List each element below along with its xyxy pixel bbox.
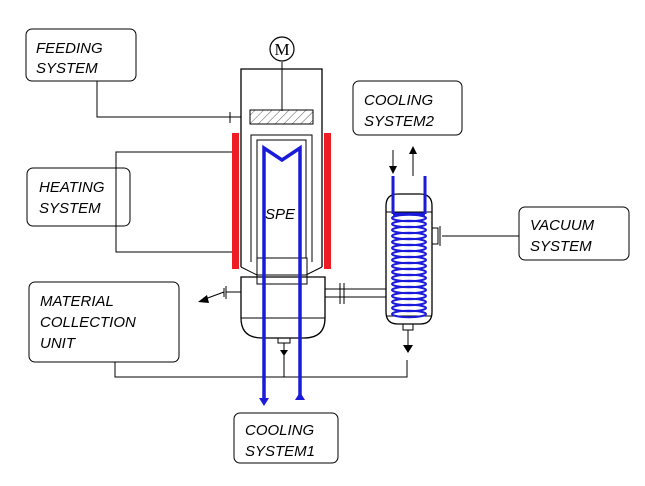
vacuum-label-line2: SYSTEM	[530, 238, 592, 255]
motor: M	[269, 36, 295, 111]
motor-symbol: M	[274, 40, 289, 59]
heater-elements	[232, 133, 331, 269]
collection-label-line1: MATERIAL	[40, 293, 114, 310]
feeding-system-box: FEEDING SYSTEM	[25, 28, 137, 82]
coolant-in-arrow	[295, 392, 305, 400]
cooling1-label-line1: COOLING	[245, 422, 315, 439]
collection-label-line2: COLLECTION	[40, 314, 136, 331]
heating-label-line2: SYSTEM	[39, 200, 101, 217]
left-heater	[232, 133, 239, 269]
cooling-system2-arrows	[389, 146, 417, 176]
material-collection-unit-box: MATERIAL COLLECTION UNIT	[28, 281, 180, 363]
cooling-system1-box: COOLING SYSTEM1	[233, 412, 339, 464]
cooling-coil-system2	[391, 176, 427, 319]
spe-label: SPE	[265, 206, 296, 223]
connector-lines	[96, 81, 519, 378]
collection-outlet	[198, 286, 242, 303]
heating-label-line1: HEATING	[39, 179, 105, 196]
cooling1-label-line2: SYSTEM1	[245, 443, 315, 460]
vacuum-label-line1: VACUUM	[530, 217, 595, 234]
coolant-out-arrow	[259, 398, 269, 406]
vacuum-system-box: VACUUM SYSTEM	[518, 206, 630, 261]
rotor-plate	[249, 109, 314, 125]
heating-system-box: HEATING SYSTEM	[26, 167, 131, 227]
evaporator-vessel: SPE	[229, 68, 326, 356]
cooling-system2-box: COOLING SYSTEM2	[352, 80, 463, 136]
collection-label-line3: UNIT	[40, 335, 77, 352]
feeding-label-line2: SYSTEM	[36, 60, 98, 77]
right-heater	[324, 133, 331, 269]
vapor-pipe	[325, 283, 386, 304]
cooling2-label-line2: SYSTEM2	[364, 113, 435, 130]
feeding-label-line1: FEEDING	[36, 40, 103, 57]
coil-loop	[391, 309, 427, 319]
motor-icon	[269, 36, 295, 62]
cooling-finger-system1	[259, 144, 305, 406]
cooling2-label-line1: COOLING	[364, 92, 434, 109]
